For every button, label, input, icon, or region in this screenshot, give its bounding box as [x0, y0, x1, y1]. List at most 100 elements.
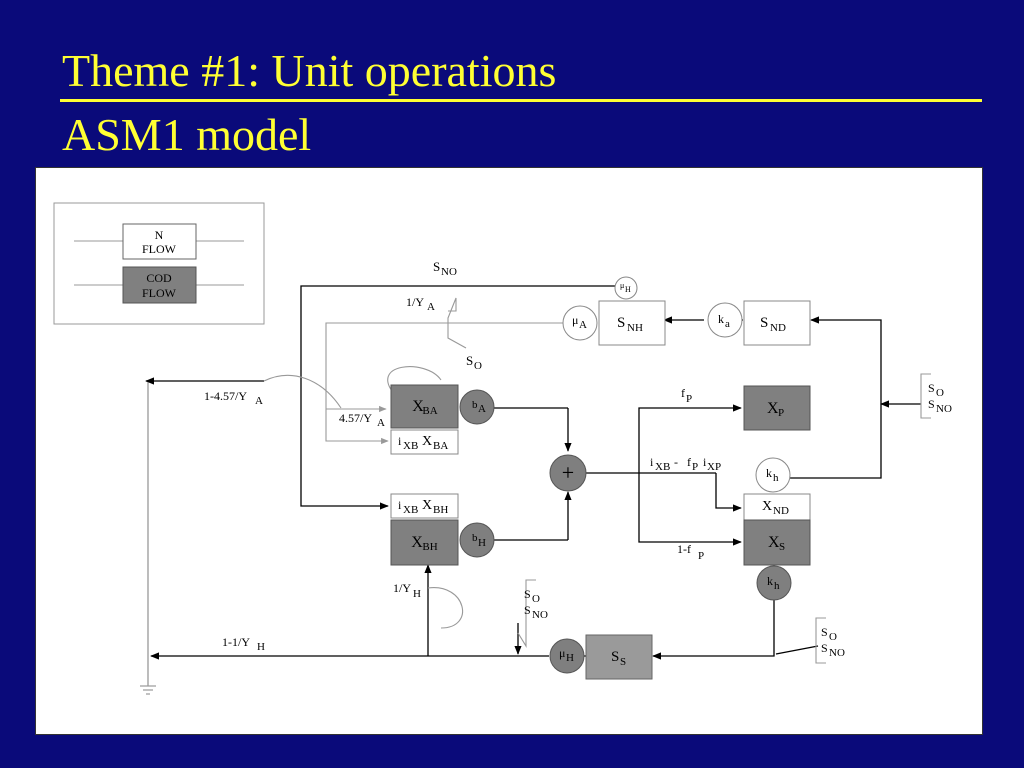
legend-n-flow-line1: N [155, 228, 164, 242]
snd-sub: ND [770, 322, 786, 334]
rate-k-h-bottom [756, 565, 792, 601]
ixb-xbh-main: X [422, 498, 432, 513]
expr-i-sub: XB [655, 461, 670, 473]
label-so-right-main: S [928, 381, 935, 395]
label-1-ya-main: 1/Y [406, 295, 424, 309]
rate-b-h [459, 522, 495, 558]
slide-title-line-2: ASM1 model [62, 109, 312, 160]
rate-k-h-bottom-sub: h [774, 580, 780, 592]
label-sno-mid-main: S [524, 603, 531, 617]
rate-mu-h-bottom-main: μ [559, 646, 565, 660]
n-flow-arc-1-457 [263, 374, 342, 409]
xnd-sub: ND [773, 505, 789, 517]
rate-b-a-main: b [472, 399, 478, 411]
label-so-bot-main: S [821, 625, 828, 639]
legend: N FLOW COD FLOW [53, 202, 265, 325]
ixb-xba-main: X [422, 434, 432, 449]
switch-so-mid [517, 579, 536, 648]
bracket-so-sno-bot [815, 617, 826, 664]
xp-box [743, 385, 811, 431]
label-1-ya-sub: A [427, 301, 435, 313]
rate-mu-h-top-sub: H [625, 285, 631, 294]
so-sno-bot-line [775, 645, 819, 655]
label-457ya-sub: A [377, 417, 385, 429]
rate-k-a [707, 302, 743, 338]
label-1-1yh-main: 1-1/Y [222, 635, 250, 649]
label-1-fp-sub: P [698, 550, 704, 562]
legend-n-flow-box [122, 223, 197, 260]
rate-mu-h-bottom [549, 638, 585, 674]
expr-i2-sub: XP [707, 461, 721, 473]
ixb-xba-i: i [398, 434, 402, 448]
label-sno-bot-sub: NO [829, 647, 845, 659]
ixb-xbh-box [390, 493, 459, 519]
label-fp-main: f [681, 386, 685, 400]
rate-mu-a-sub: A [579, 319, 587, 331]
rate-k-h-mid [755, 457, 791, 493]
legend-frame [53, 202, 265, 325]
ixb-xba-isub: XB [403, 440, 418, 452]
expr-minus: - [674, 455, 678, 469]
rate-k-h-mid-sub: h [773, 472, 779, 484]
label-sno-right-main: S [928, 397, 935, 411]
xba-main: X [412, 398, 424, 415]
ixb-xbh-isub: XB [403, 504, 418, 516]
ixb-xbh-i: i [398, 498, 402, 512]
slide-title-line-1: Theme #1: Unit operations [62, 45, 557, 96]
xba-box [390, 384, 459, 429]
cod-flow-lines [145, 285, 921, 686]
xnd-main: X [762, 499, 772, 514]
ixb-xba-sub: BA [433, 440, 448, 452]
n-flow-to-ixbxba [325, 322, 564, 445]
label-sno-right-sub: NO [936, 403, 952, 415]
rate-k-a-sub: a [725, 318, 730, 330]
label-so-right-sub: O [936, 387, 944, 399]
label-1-yh-sub: H [413, 588, 421, 600]
xs-main: X [768, 534, 780, 551]
expr-f: f [687, 455, 691, 469]
arrow-to-xnd [715, 473, 742, 512]
label-sno-top-main: S [433, 259, 440, 274]
snd-box [743, 300, 811, 346]
arrow-kh-to-snd [773, 316, 882, 479]
arrow-kh-to-ss [652, 599, 775, 660]
rate-mu-a-main: μ [572, 313, 578, 327]
label-so-mid-sub: O [532, 593, 540, 605]
expr-i: i [650, 455, 654, 469]
rate-b-a [459, 389, 495, 425]
label-1-1yh-sub: H [257, 641, 265, 653]
bracket-so-sno-right [920, 373, 931, 419]
arrow-fp-to-xp [638, 404, 742, 473]
sum-node [549, 454, 587, 492]
xnd-box [743, 493, 811, 521]
ixb-xbh-sub: BH [433, 504, 448, 516]
sum-symbol: + [562, 460, 574, 485]
label-fp-sub: P [686, 393, 692, 405]
snh-box [598, 300, 666, 346]
label-457ya-main: 4.57/Y [339, 411, 372, 425]
rate-k-h-mid-main: k [766, 466, 772, 480]
asm1-diagram-panel: N FLOW COD FLOW [35, 167, 983, 735]
rate-k-a-main: k [718, 312, 724, 326]
label-1-457ya-sub: A [255, 395, 263, 407]
xbh-main: X [411, 534, 423, 551]
label-so-bot-sub: O [829, 631, 837, 643]
snh-main: S [617, 315, 625, 331]
label-1-457ya-main: 1-4.57/Y [204, 389, 247, 403]
xs-box [743, 519, 811, 566]
label-sno-top-sub: NO [441, 266, 457, 278]
label-so-mid-main: S [524, 587, 531, 601]
xba-sub: BA [422, 405, 437, 417]
xba-growth-arc [387, 366, 442, 397]
snh-sub: NH [627, 322, 643, 334]
switch-so-top [447, 297, 467, 349]
xbh-growth-arc [427, 587, 463, 629]
label-sno-mid-sub: NO [532, 609, 548, 621]
xp-sub: P [778, 407, 784, 419]
xbh-sub: BH [422, 541, 437, 553]
xs-sub: S [779, 541, 785, 553]
label-1-yh-main: 1/Y [393, 581, 411, 595]
legend-cod-flow-line2: FLOW [142, 286, 177, 300]
label-so-top-main: S [466, 353, 473, 368]
rate-b-h-sub: H [478, 537, 486, 549]
